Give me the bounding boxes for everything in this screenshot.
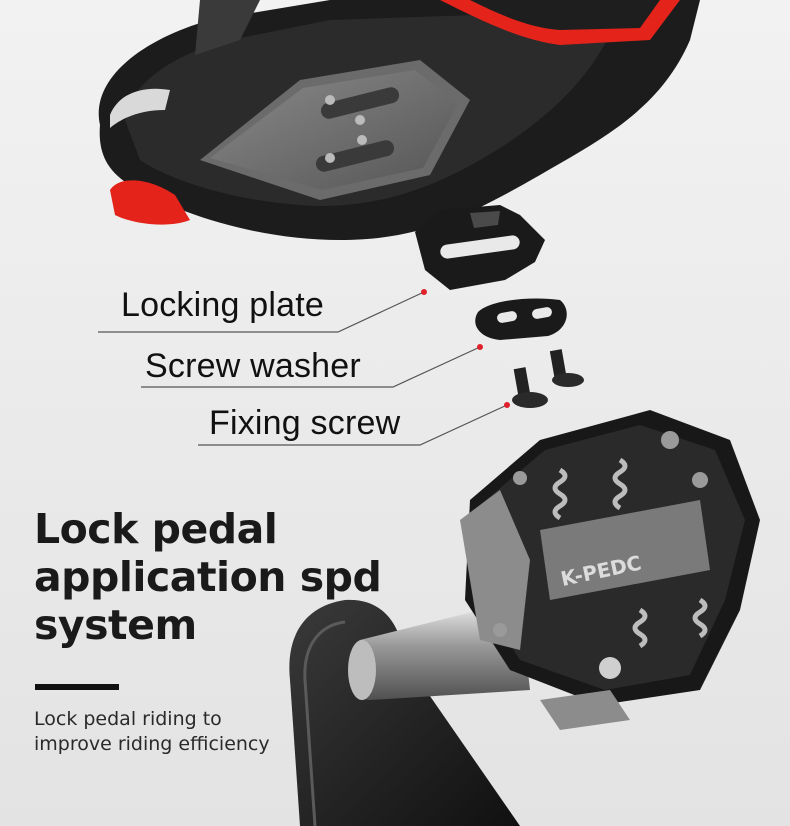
headline-line-3: system — [34, 601, 197, 649]
spd-pedal: K-PEDC — [460, 410, 760, 730]
headline: Lock pedal application spd system — [34, 505, 382, 649]
fixing-screw-part — [512, 349, 584, 408]
subtext-line-1: Lock pedal riding to — [34, 708, 222, 730]
screw-washer-dot — [477, 344, 483, 350]
fixing-screw-label: Fixing screw — [209, 404, 401, 442]
divider-bar — [35, 684, 119, 690]
crank-arm — [289, 599, 520, 826]
locking-plate-dot — [421, 289, 427, 295]
subtext-line-2: improve riding efficiency — [34, 733, 270, 755]
callout-lines — [98, 291, 508, 446]
screw-washer-part — [475, 298, 567, 340]
screw-washer-label: Screw washer — [145, 347, 361, 385]
locking-plate-part — [415, 205, 545, 290]
headline-line-2: application spd — [34, 553, 382, 601]
headline-line-1: Lock pedal — [34, 505, 278, 553]
subtext: Lock pedal riding to improve riding effi… — [34, 707, 270, 757]
fixing-screw-dot — [504, 402, 510, 408]
locking-plate-label: Locking plate — [121, 286, 324, 324]
cycling-shoe — [98, 0, 700, 240]
